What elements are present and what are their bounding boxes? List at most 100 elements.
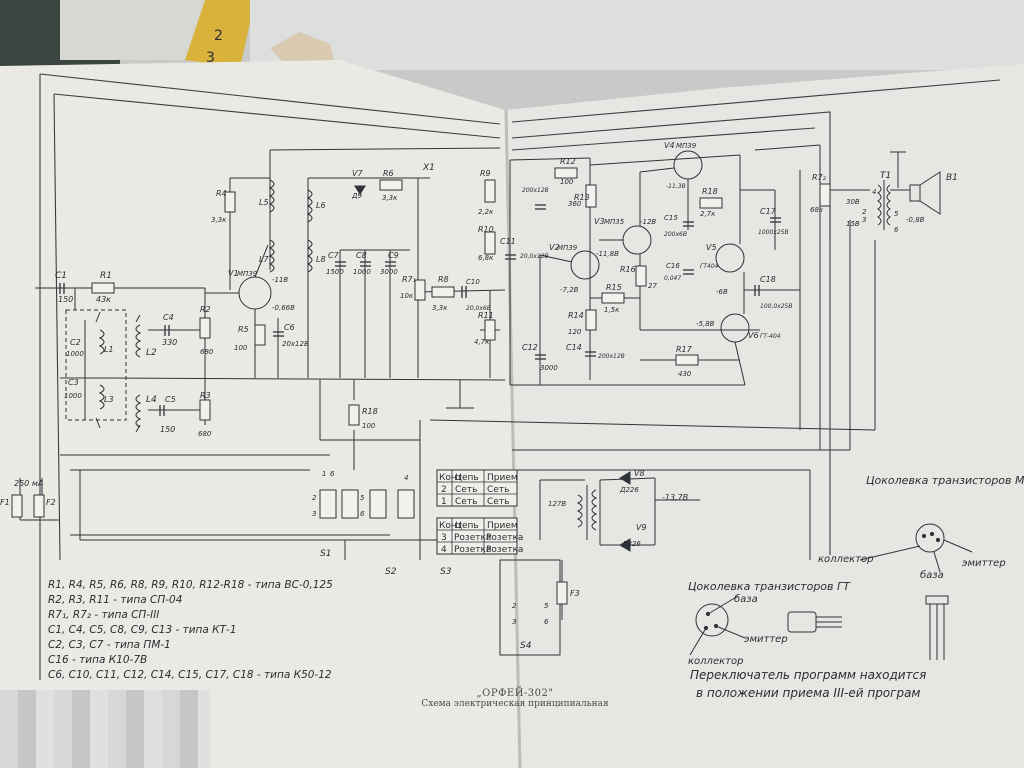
resistor-r4 [224,191,236,213]
label-c6: C6 [284,323,295,332]
value-r2: 680 [200,348,214,356]
value-c15: 200х6В [664,231,687,238]
left-components [11,179,496,518]
value-r12: 100 [560,178,574,186]
schematic-subtitle: Схема электрическая принципиальная [421,699,609,709]
label-r7b: R7₂ [812,173,827,182]
label-v3: V3 [594,217,605,226]
bom-line: R7₁, R7₂ - типа СП-III [48,609,160,621]
label-c10: C10 [466,278,480,286]
bom-line: C6, C10, C11, C12, C14, C15, C17, C18 - … [48,669,332,681]
table-cell: Розетка [486,533,523,543]
label-r4: R4 [216,189,227,198]
label-f2: F2 [46,498,56,507]
label-r6: R6 [383,169,394,178]
pin: 6 [544,618,549,626]
v4-emitter-voltage: -11,3В [666,183,686,190]
label-c7: C7 [328,251,340,260]
mp-emitter-label: эмиттер [962,558,1006,569]
table-header: Конт [439,521,462,531]
label-v1: V1 [228,269,239,278]
label-r16: R16 [620,265,636,274]
pin: 2 [512,602,517,610]
value-c2: 1000 [66,350,84,358]
table-cell: 4 [441,545,447,555]
left-coils [98,179,366,428]
ruler-mark: 3 [206,50,215,66]
value-c9: 3000 [380,268,398,276]
value-r7: 10к [400,292,414,300]
t1-voltage: 15В [846,220,860,228]
power-voltage: -13,7В [662,493,688,502]
resistor-r8 [431,286,455,298]
label-c3: C3 [68,378,79,387]
value-c17: 1000х25В [758,229,789,236]
bom-line: R2, R3, R11 - типа СП-04 [48,594,183,606]
value-r13: 360 [568,200,582,208]
ruler-mark: 2 [214,28,223,44]
value-c5: 150 [160,425,175,434]
value-r10: 6,8к [478,254,494,262]
label-c9: C9 [388,251,399,260]
label-c11: C11 [500,237,516,246]
gt-pinout-title: Цоколевка транзисторов ГТ [688,580,851,593]
label-v9: V9 [636,523,647,532]
mp-collector-label: коллектор [818,554,873,565]
value-r5: 100 [234,344,248,352]
right-components [484,167,831,605]
value-r4: 3,3к [211,216,227,224]
gt-base-label: база [734,593,758,605]
type-v4: МП39 [676,142,697,150]
mains-voltage: 127В [548,500,566,508]
pin: 3 [312,510,316,518]
label-r8: R8 [438,275,449,284]
label-s2: S2 [385,567,397,577]
left-page [0,60,520,768]
v6-voltage: -5,8В [696,320,715,328]
contact-table-bottom: Конт Цепь Прием 3 Розетка Розетка 4 Розе… [436,517,523,555]
pin: 5 [544,602,549,610]
label-r10: R10 [478,225,494,234]
table-cell: 3 [441,533,447,543]
label-l6: L6 [316,201,326,210]
type-v9: Д226 [621,540,641,548]
switch-pins: 1 6 2 3 5 6 4 S1 S2 S3 [312,470,452,577]
blurred-region [0,690,210,768]
label-r7: R7₁ [402,275,416,284]
table-cell: 2 [441,485,447,495]
contact-table-top: Конт Цепь Прием 2 Сеть Сеть 1 Сеть Сеть [436,469,518,507]
label-c17: C17 [760,207,777,216]
label-l4: L4 [146,395,157,405]
type-v8: Д226 [619,486,639,494]
resistor-r6 [379,179,403,191]
value-c6: 20х12В [282,340,309,348]
label-c1: C1 [55,271,67,281]
label-s1: S1 [320,549,331,559]
table-cell: Сеть [487,485,509,495]
gt-pinout-drawing [689,595,949,660]
gt-emitter-label: эмиттер [744,634,788,645]
t1-tap: 2 [862,208,867,216]
value-r8: 3,3к [432,304,448,312]
schematic-caption: „ОРФЕЙ-302" Схема электрическая принципи… [380,688,650,709]
label-v4: V4 [664,141,675,150]
label-c5: C5 [165,395,176,404]
frame [39,73,1001,680]
resistor-r11 [484,319,496,341]
v2-collector-voltage: -11,8В [596,250,619,258]
value-c3: 1000 [64,392,82,400]
resistor-r3 [199,399,211,421]
t1-tap: 4 [872,188,876,196]
misc-marks [95,311,141,433]
value-r-v4: 2,7к [700,210,716,218]
resistor-r2 [199,317,211,339]
value-r6: 3,3к [382,194,398,202]
t1-tap: 3 [862,216,866,224]
table-cell: Сеть [455,497,477,507]
label-v7: V7 [352,169,363,178]
value-c16: 0,047 [664,275,681,282]
label-l7: L7 [259,255,269,264]
v3-collector-voltage: -12В [640,218,656,226]
value-c7: 1500 [326,268,344,276]
book-fold [504,109,522,768]
